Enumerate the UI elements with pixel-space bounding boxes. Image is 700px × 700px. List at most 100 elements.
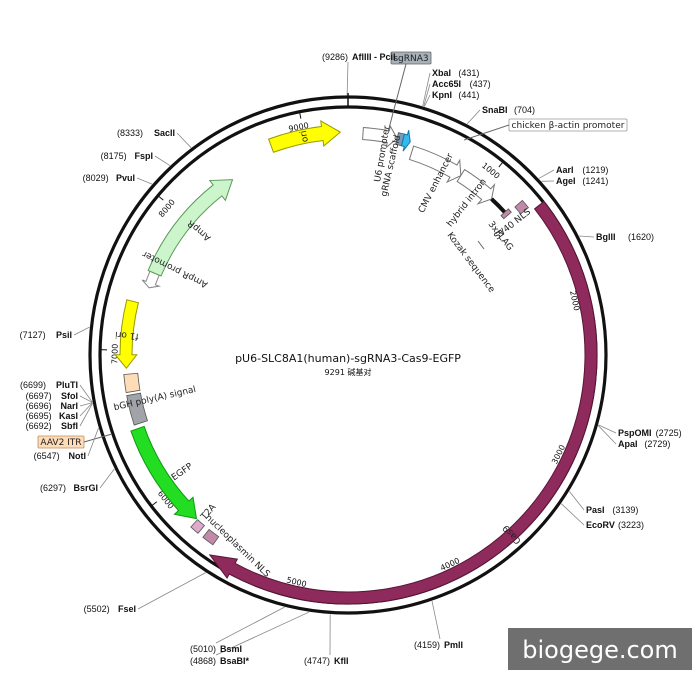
site-name: SbfI (61, 421, 78, 431)
tick-label: 1000 (480, 161, 502, 181)
tick-mark (156, 194, 164, 201)
site-pluti: PluTI(6699) (20, 380, 78, 390)
site-leader (79, 402, 93, 407)
site-leader (215, 606, 285, 644)
site-position: (5502) (84, 604, 110, 614)
site-kpni: KpnI(441) (432, 90, 479, 100)
sgrna3-tag: sgRNA3 (390, 51, 432, 65)
site-leader (176, 132, 192, 148)
site-leader (99, 468, 115, 489)
site-position: (4747) (304, 656, 330, 666)
site-leader (215, 611, 310, 656)
site-leader (598, 424, 617, 434)
site-position: (3139) (612, 505, 638, 515)
site-leader (466, 109, 481, 125)
site-leader (137, 572, 206, 610)
site-leader (538, 169, 555, 179)
chicken-actin-tag-text: chicken β-actin promoter (512, 121, 625, 131)
site-name: PspOMI (618, 428, 652, 438)
site-bsabi-: BsaBI* (4868) (190, 656, 250, 666)
aav2-itr-leader (83, 433, 113, 443)
site-position: (2725) (656, 428, 682, 438)
site-bsrgi: BsrGI(6297) (40, 483, 98, 493)
site-position: (3223) (618, 520, 644, 530)
t2a-box (190, 519, 205, 534)
site-snabi: SnaBI(704) (482, 105, 535, 115)
tick-mark (150, 501, 158, 508)
site-leader (73, 326, 90, 336)
plasmid-length: 9291 碱基对 (325, 367, 372, 377)
site-name: BglII (596, 232, 616, 242)
site-bsmi: BsmI(5010) (190, 644, 242, 654)
site-position: (8029) (83, 173, 109, 183)
site-position: (7127) (20, 330, 46, 340)
site-position: (8333) (117, 128, 143, 138)
tick-mark (498, 160, 505, 168)
site-name: BsaBI* (220, 656, 250, 666)
ampr-label: AmpR (186, 218, 213, 243)
site-fspi: FspI(8175) (101, 151, 153, 161)
site-name: NarI (60, 401, 78, 411)
site-name: PsiI (56, 330, 72, 340)
restriction-sites: AflIII - PciI(9286)XbaI(431)Acc65I(437)K… (20, 52, 682, 666)
hybrid-intron-bar (490, 197, 507, 214)
site-ecorv: EcoRV(3223) (586, 520, 644, 530)
sgrna3-arrow (400, 130, 411, 152)
site-position: (6547) (34, 451, 60, 461)
site-name: PasI (586, 505, 605, 515)
site-name: SacII (154, 128, 175, 138)
site-kfli: KflI (4747) (304, 656, 349, 666)
site-leader (87, 427, 99, 457)
site-leader (79, 402, 93, 417)
site-leader (154, 155, 171, 166)
bgh-box (126, 392, 148, 426)
site-nari: NarI (6696) (26, 401, 78, 411)
site-leader (561, 503, 585, 526)
nucleoplasmin-nls-box (202, 528, 220, 546)
site-xbai: XbaI(431) (432, 68, 479, 78)
site-leader (569, 491, 585, 511)
site-name: FseI (118, 604, 136, 614)
sv40-nls-box (514, 199, 530, 215)
site-leader (422, 72, 431, 107)
site-pmli: PmlI(4159) (414, 640, 463, 650)
site-name: KasI (59, 411, 78, 421)
site-position: (4159) (414, 640, 440, 650)
kozak-leader (477, 240, 485, 250)
site-sacii: SacII (8333) (117, 128, 175, 138)
site-position: (6699) (20, 380, 46, 390)
chicken-actin-tag: chicken β-actin promoter (508, 118, 628, 132)
ampr-arrow (147, 179, 234, 277)
site-leader (79, 395, 93, 403)
site-position: (1241) (582, 176, 608, 186)
site-position: (441) (458, 90, 479, 100)
site-name: BsmI (220, 644, 242, 654)
site-apai: ApaI(2729) (618, 439, 670, 449)
flag-box (500, 208, 512, 220)
site-leader (423, 83, 431, 107)
sgrna3-leader (387, 63, 407, 133)
site-name: KflI (334, 656, 349, 666)
tick-label: 8000 (157, 198, 177, 219)
ori-arrow (267, 120, 342, 153)
egfp-arrow (130, 425, 198, 520)
plasmid-name: pU6-SLC8A1(human)-sgRNA3-Cas9-EGFP (235, 352, 461, 365)
site-sfoi: SfoI(6697) (26, 391, 78, 401)
sgrna3-tag-box (390, 51, 432, 65)
site-leader (424, 94, 431, 107)
site-leader (136, 177, 153, 185)
site-pvui: PvuI(8029) (83, 173, 135, 183)
site-position: (6696) (26, 401, 52, 411)
chicken-actin-leader (463, 124, 510, 141)
watermark-box (508, 628, 692, 670)
site-position: (1219) (582, 165, 608, 175)
site-name: SnaBI (482, 105, 508, 115)
site-bglii: BglII(1620) (596, 232, 654, 242)
site-position: (6692) (26, 421, 52, 431)
site-position: (4868) (190, 656, 216, 666)
site-position: (437) (470, 79, 491, 89)
site-position: (9286) (322, 52, 348, 62)
watermark: biogege.com (522, 636, 677, 664)
site-name: BsrGI (73, 483, 98, 493)
